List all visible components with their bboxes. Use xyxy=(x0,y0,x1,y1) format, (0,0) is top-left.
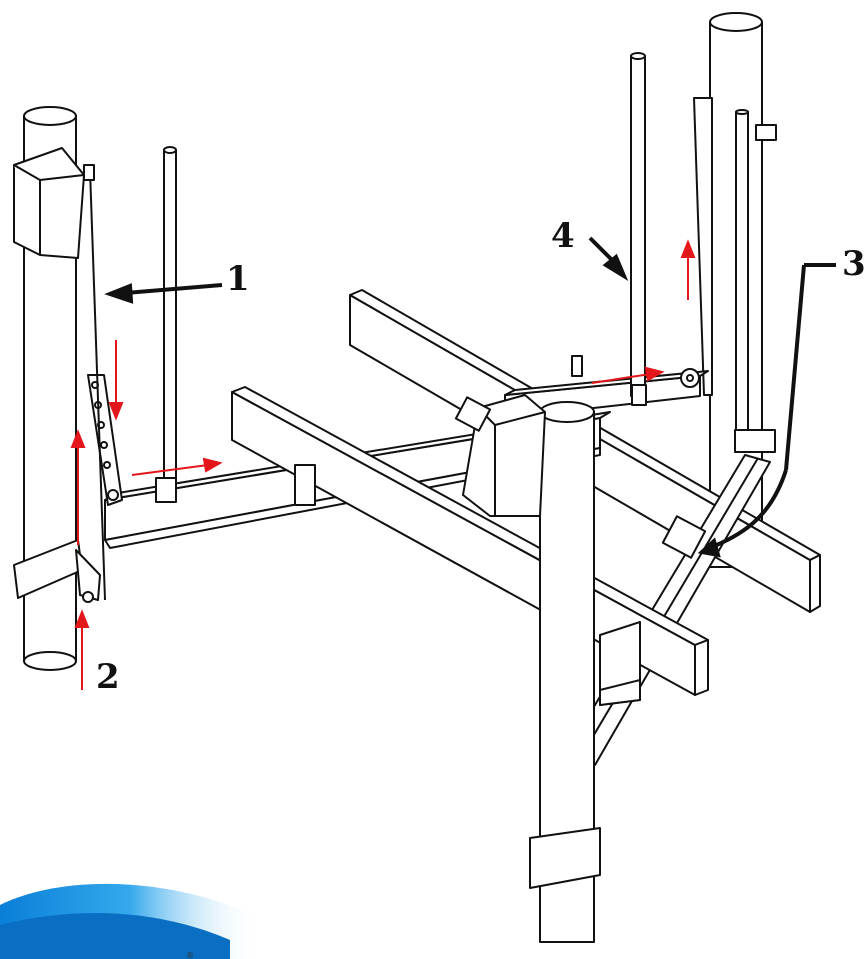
leader-3 xyxy=(697,263,836,558)
arrow-up-rear xyxy=(680,239,696,300)
leader-1 xyxy=(104,283,223,304)
brand-logo: ® xyxy=(0,883,260,959)
left-clamp xyxy=(13,539,101,603)
leader-4 xyxy=(588,236,629,281)
leader-lines xyxy=(104,236,836,558)
arrow-up-bottom xyxy=(74,609,90,690)
guide-pole-left xyxy=(163,146,177,491)
guide-pole-4 xyxy=(630,52,646,397)
winch-motor-left xyxy=(13,147,85,259)
front-post-clamp xyxy=(529,827,601,889)
arrow-up-left xyxy=(70,429,86,545)
motion-arrows xyxy=(70,239,696,690)
rear-right-guide-pole xyxy=(735,109,749,438)
pulley-rear xyxy=(680,368,700,388)
callout-2: 2 xyxy=(96,657,120,697)
arrow-down-arm xyxy=(108,340,124,421)
callout-1: 1 xyxy=(226,259,250,299)
callout-3: 3 xyxy=(842,244,866,284)
arrow-right-front xyxy=(131,457,223,476)
callout-4: 4 xyxy=(551,216,575,256)
arrow-right-rear xyxy=(591,366,665,384)
svg-text:®: ® xyxy=(186,951,194,959)
winch-motor-center xyxy=(462,394,546,517)
